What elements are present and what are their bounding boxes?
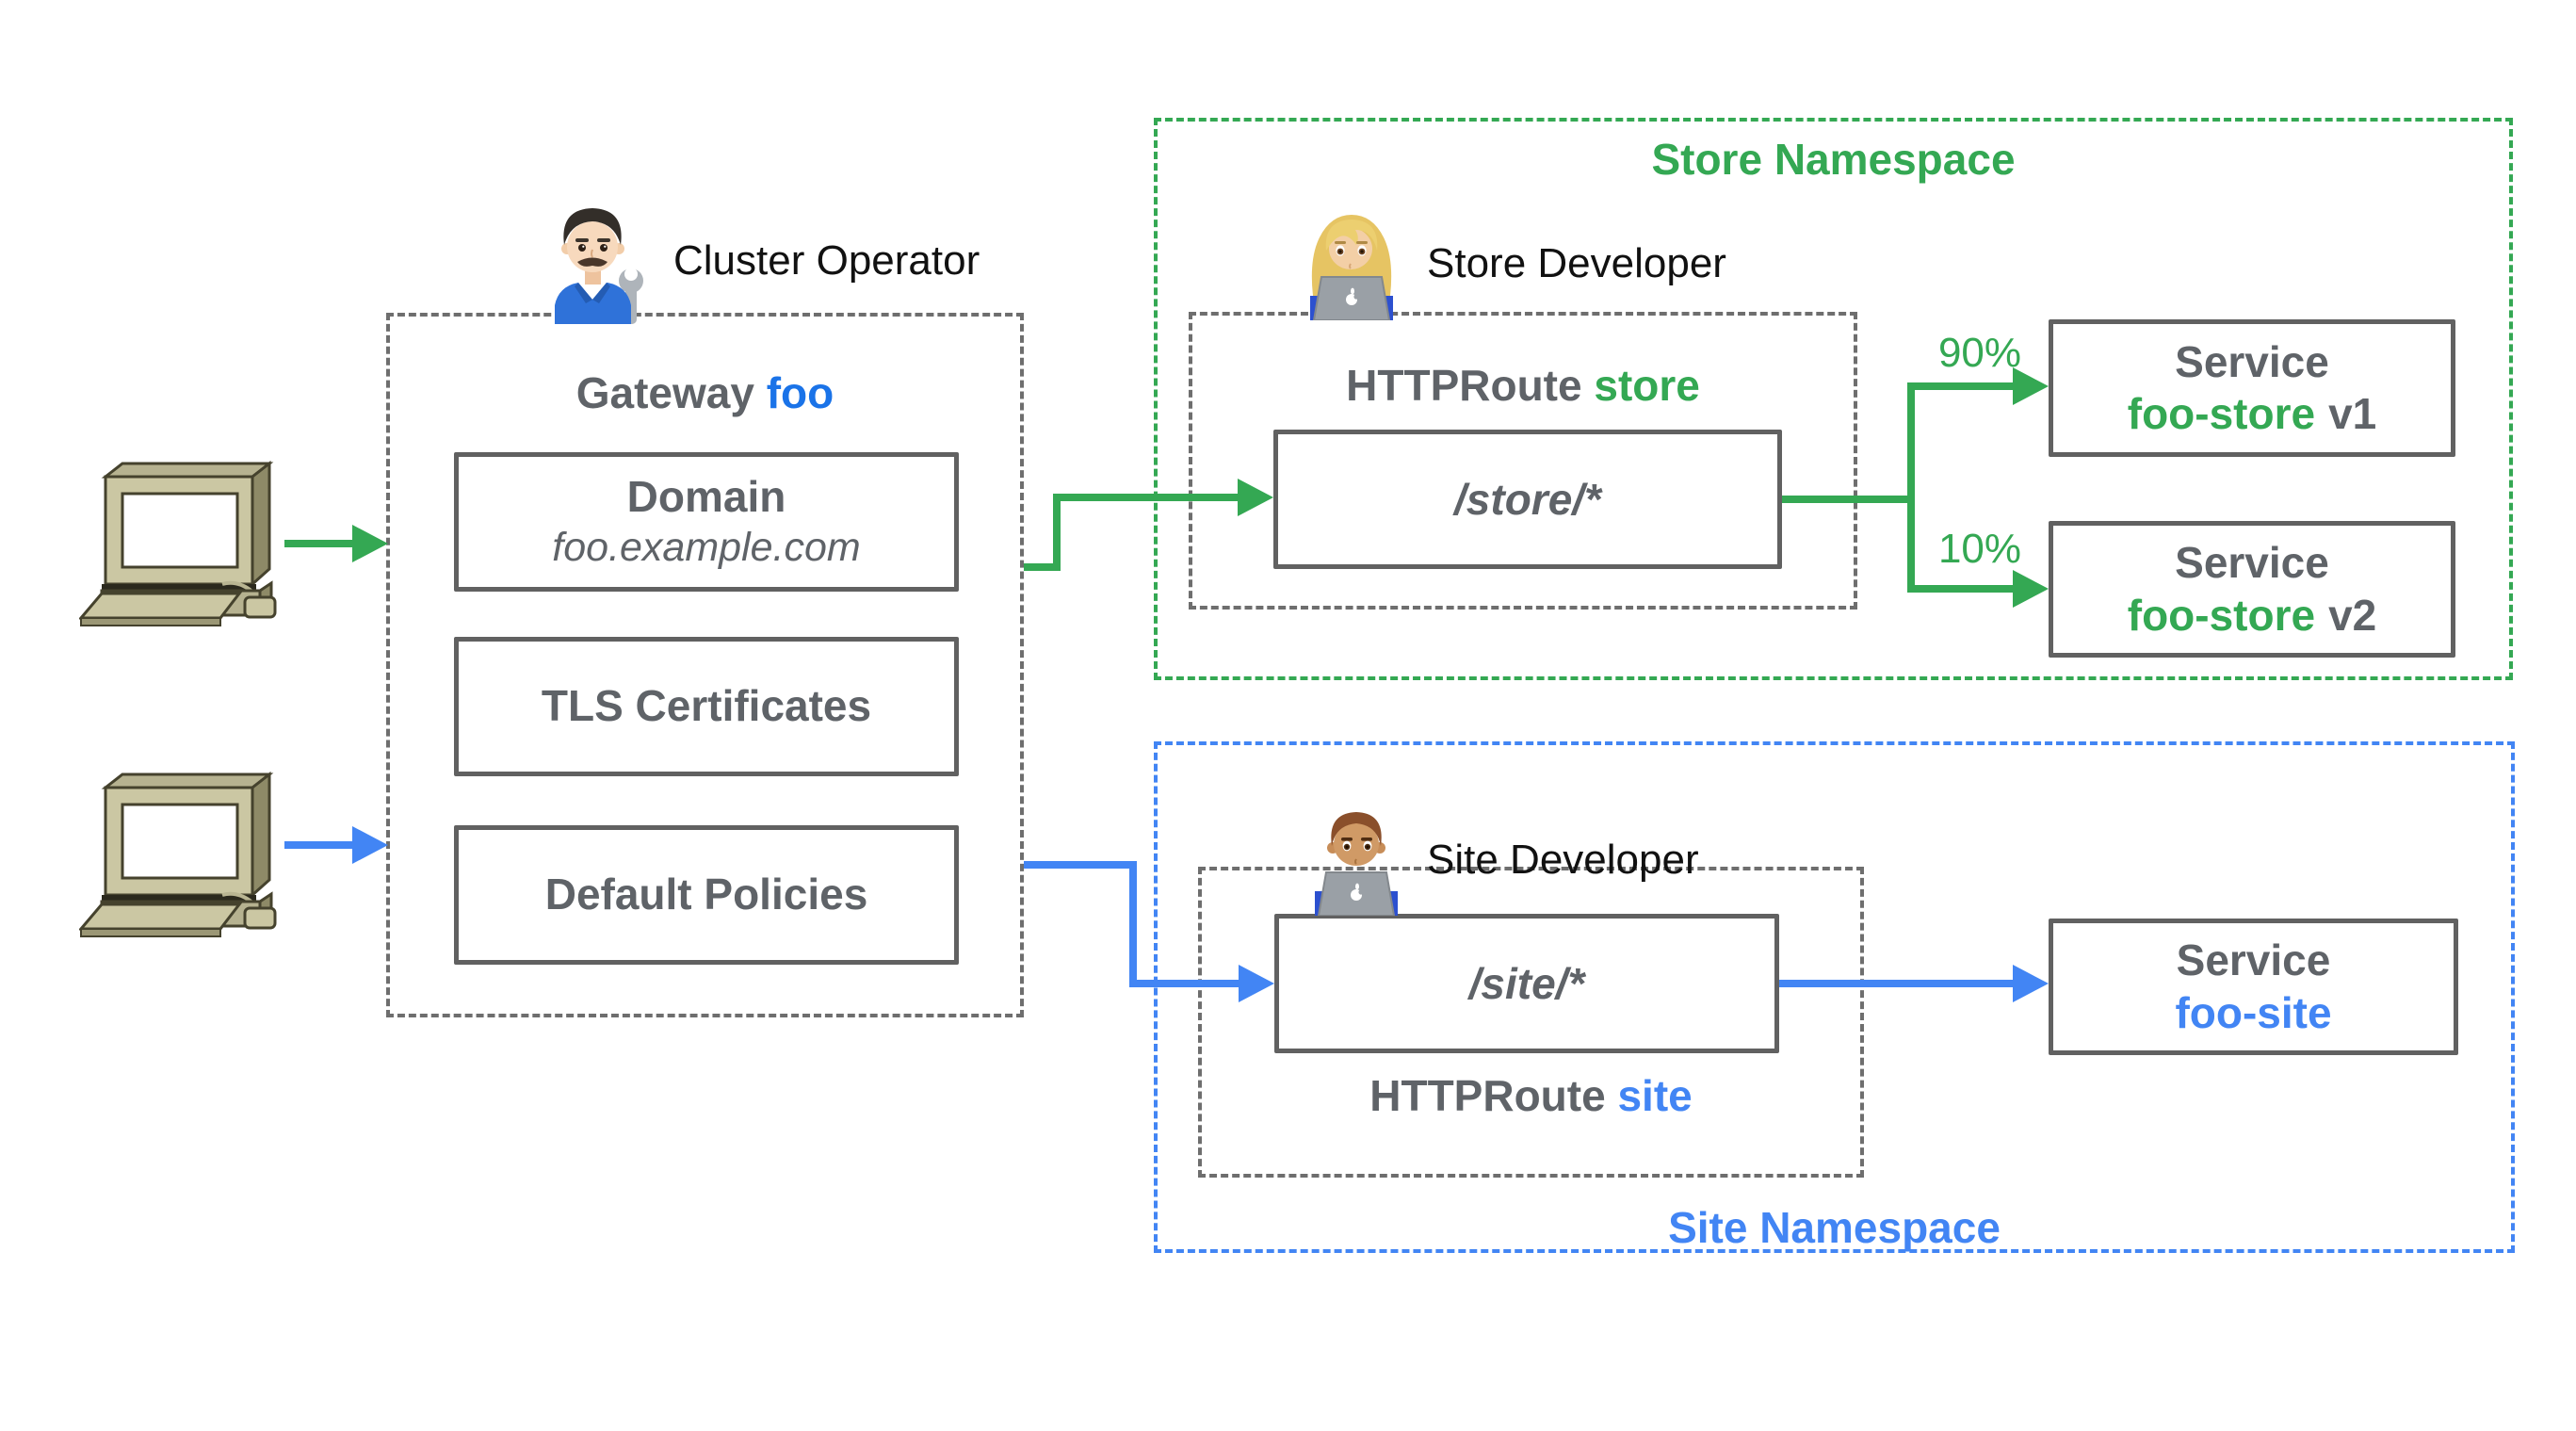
tls-certificates-title: TLS Certificates bbox=[541, 681, 872, 731]
tls-certificates-box: TLS Certificates bbox=[454, 637, 959, 776]
gateway-title-name: foo bbox=[766, 368, 834, 417]
site-route-title: HTTPRoute site bbox=[1198, 1070, 1864, 1121]
gateway-title: Gateway foo bbox=[386, 367, 1024, 418]
site-route-name: site bbox=[1617, 1071, 1693, 1120]
green-arrowhead-client-to-gateway bbox=[352, 525, 388, 562]
store-route-boundary bbox=[1189, 312, 1857, 610]
service-foo-site-name: foo-site bbox=[2175, 987, 2332, 1037]
store-path-box: /store/* bbox=[1273, 430, 1782, 569]
domain-box: Domain foo.example.com bbox=[454, 452, 959, 592]
site-namespace-title: Site Namespace bbox=[1668, 1203, 2001, 1252]
service-v2-version: v2 bbox=[2328, 590, 2377, 640]
service-v1-name: foo-store bbox=[2127, 389, 2316, 438]
site-route-kind: HTTPRoute bbox=[1369, 1071, 1606, 1120]
site-namespace-boundary bbox=[1154, 741, 2515, 1253]
service-v2-kind: Service bbox=[2175, 538, 2329, 588]
cluster-operator-label: Cluster Operator bbox=[673, 237, 980, 284]
site-path-box: /site/* bbox=[1274, 914, 1779, 1053]
default-policies-title: Default Policies bbox=[544, 870, 868, 919]
site-developer-label: Site Developer bbox=[1427, 837, 1699, 883]
service-v1-kind: Service bbox=[2175, 336, 2329, 386]
domain-box-title: Domain bbox=[626, 471, 786, 521]
store-route-title: HTTPRoute store bbox=[1189, 360, 1857, 411]
store-route-name: store bbox=[1594, 361, 1700, 410]
store-developer-label: Store Developer bbox=[1427, 240, 1726, 286]
weight-10-label: 10% bbox=[1937, 526, 2022, 572]
gateway-title-prefix: Gateway bbox=[575, 368, 754, 417]
gateway-boundary bbox=[386, 313, 1024, 1017]
client-computer-icon-2 bbox=[79, 771, 277, 937]
man-technologist-emoji bbox=[1315, 812, 1398, 916]
weight-90-label: 90% bbox=[1937, 330, 2022, 376]
blue-arrowhead-client-to-gateway bbox=[352, 826, 388, 864]
man-mechanic-emoji bbox=[555, 208, 643, 324]
store-namespace-boundary bbox=[1154, 118, 2513, 680]
site-route-boundary bbox=[1198, 867, 1864, 1178]
service-foo-site-kind: Service bbox=[2176, 935, 2331, 985]
service-foo-site-name-line: foo-site bbox=[2175, 987, 2331, 1039]
store-namespace-title: Store Namespace bbox=[1651, 135, 2016, 184]
default-policies-box: Default Policies bbox=[454, 825, 959, 965]
store-route-kind: HTTPRoute bbox=[1346, 361, 1582, 410]
woman-technologist-emoji bbox=[1310, 215, 1393, 320]
service-foo-site-box: Service foo-site bbox=[2049, 919, 2458, 1055]
client-computer-icon-1 bbox=[79, 460, 277, 626]
site-path-label: /site/* bbox=[1468, 959, 1585, 1008]
service-v2-name: foo-store bbox=[2127, 590, 2316, 640]
domain-box-value: foo.example.com bbox=[552, 524, 861, 570]
store-path-label: /store/* bbox=[1454, 475, 1601, 524]
service-v1-version: v1 bbox=[2328, 389, 2377, 438]
